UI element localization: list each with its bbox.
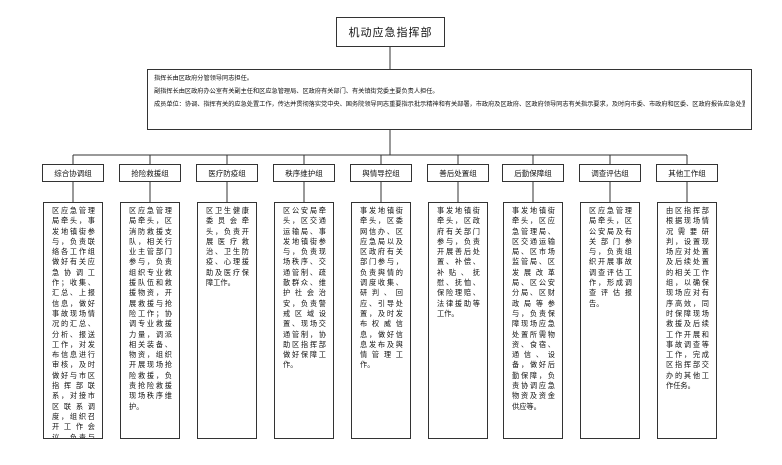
leadership-box: 指挥长由区政府分管领导同志担任。 副指挥长由区政府办公室有关副主任和区应急管理局… [147, 69, 752, 130]
duty-comprehensive-coordination: 区应急管理局牵头，事发地镇街参与，负责联络各工作组做好有关应急协调工作；收集、汇… [43, 202, 103, 439]
duty-logistics: 事发地镇街牵头，区应急管理局、区交通运输局、区市场监管局、区发展改革局、区公安分… [503, 202, 563, 439]
group-medical: 医疗防疫组 [196, 164, 258, 182]
group-order: 秩序维护组 [273, 164, 335, 182]
duty-rescue: 区应急管理局牵头，区消防救援支队，相关行业主管部门参与，负责组织专业救援队伍和救… [120, 202, 180, 439]
group-rescue: 抢险救援组 [119, 164, 181, 182]
group-aftermath: 善后处置组 [427, 164, 489, 182]
headquarters-title: 机动应急指挥部 [336, 17, 445, 47]
duty-investigation: 区应急管理局牵头，区公安局及有关部门参与，负责组织开展事故调查评估工作，形成调查… [580, 202, 640, 439]
duty-other: 由区指挥部根据现场情况需要研判，设置现场应对处置及后续处置的相关工作组，以确保现… [657, 202, 717, 439]
group-logistics: 后勤保障组 [502, 164, 564, 182]
group-public-opinion: 舆情导控组 [350, 164, 412, 182]
duty-medical: 区卫生健康委员会牵头，负责开展医疗救治、卫生防疫、心理援助及医疗保障工作。 [197, 202, 257, 439]
duty-aftermath: 事发地镇街牵头，区政府有关部门参与，负责开展善后处置、补偿、补贴、抚慰、抚恤、保… [428, 202, 488, 439]
group-comprehensive-coordination: 综合协调组 [42, 164, 104, 182]
duty-public-opinion: 事发地镇街牵头，区委网信办、区应急局以及区政府有关部门参与，负责舆情的调度收集、… [351, 202, 411, 439]
leadership-line: 成员单位：协调、指挥有关的应急处置工作，传达并贯彻落实党中央、国务院领导同志重要… [154, 101, 745, 108]
leadership-line: 指挥长由区政府分管领导同志担任。 [154, 75, 253, 82]
group-other: 其他工作组 [656, 164, 718, 182]
group-investigation: 调查评估组 [579, 164, 641, 182]
duty-order: 区公安局牵头，区交通运输局、事发地镇街参与，负责现场秩序、交通管制、疏散群众、维… [274, 202, 334, 439]
leadership-line: 副指挥长由区政府办公室有关副主任和区应急管理局、区政府有关部门、有关镇街党委主要… [154, 88, 439, 95]
